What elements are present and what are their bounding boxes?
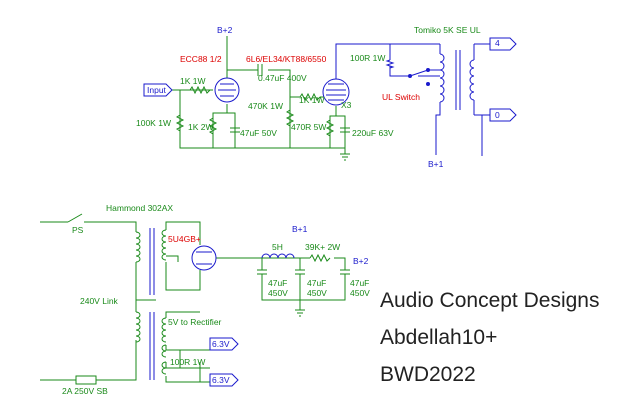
amp-wiring xyxy=(172,36,490,161)
label-cap2-a: 47uF xyxy=(307,278,326,288)
ps-capacitors xyxy=(257,269,350,290)
label-out-4: 4 xyxy=(495,38,500,48)
label-c-220u: 220uF 63V xyxy=(352,128,394,138)
label-r-1k2w: 1K 2W xyxy=(188,122,214,132)
label-fuse: 2A 250V SB xyxy=(62,386,108,396)
label-link: 240V Link xyxy=(80,296,119,306)
r-39k xyxy=(309,253,331,263)
label-r-39k: 39K+ 2W xyxy=(305,242,340,252)
output-transformer xyxy=(439,44,475,115)
c-047 xyxy=(257,64,263,76)
label-rect-tube: 5U4GB+ xyxy=(168,234,201,244)
label-choke: 5H xyxy=(272,242,283,252)
output-terminal-4 xyxy=(489,37,517,51)
ps-wiring xyxy=(40,213,346,383)
label-fil: 5V to Rectifier xyxy=(168,317,222,327)
label-ecc88: ECC88 1/2 xyxy=(180,54,222,64)
r-1k-grid xyxy=(189,85,211,95)
terminal-6v3-a xyxy=(209,337,239,351)
power-transformer xyxy=(135,228,167,380)
label-cap2-b: 450V xyxy=(307,288,327,298)
label-b-plus-1-ps: B+1 xyxy=(292,224,308,234)
label-out-0: 0 xyxy=(495,110,500,120)
label-cap3-b: 450V xyxy=(350,288,370,298)
r-100r-ul xyxy=(385,59,395,69)
tube-output xyxy=(322,78,350,106)
label-c-047: 0.47uF 400V xyxy=(258,73,307,83)
label-hammond: Hammond 302AX xyxy=(106,203,173,213)
amp-resistors xyxy=(175,59,395,137)
label-x3: X3 xyxy=(341,100,352,110)
label-r-470r: 470R 5W xyxy=(291,122,326,132)
label-b-plus-2-top: B+2 xyxy=(217,25,233,35)
label-b-plus-2-ps: B+2 xyxy=(353,256,369,266)
label-r-470k: 470K 1W xyxy=(248,101,283,111)
label-v63b: 6.3V xyxy=(212,375,230,385)
label-r-100k: 100K 1W xyxy=(136,118,171,128)
ul-switch xyxy=(408,68,440,86)
fuse xyxy=(75,375,97,385)
label-ps: PS xyxy=(72,225,84,235)
c-47u50 xyxy=(230,127,240,133)
tube-rectifier xyxy=(191,245,217,271)
ps-ground xyxy=(295,309,305,317)
c-220u xyxy=(340,127,350,133)
label-ul-switch: UL Switch xyxy=(382,92,420,102)
credit-author-year: BWD2022 xyxy=(380,363,476,386)
credit-model: Abdellah10+ xyxy=(380,326,497,349)
r-470r xyxy=(325,119,335,137)
r-1k-2w xyxy=(208,117,218,135)
terminal-6v3-b xyxy=(209,373,239,387)
r-100k xyxy=(175,114,185,132)
tube-ecc88 xyxy=(214,77,240,103)
label-r-100r-fil: 100R 1W xyxy=(170,357,205,367)
label-r-1k1w-b: 1K 1W xyxy=(299,95,325,105)
input-connector xyxy=(143,83,173,97)
label-cap3-a: 47uF xyxy=(350,278,369,288)
credit-company: Audio Concept Designs xyxy=(380,289,599,312)
label-r-100r: 100R 1W xyxy=(350,53,385,63)
label-v63a: 6.3V xyxy=(212,339,230,349)
label-c-47u50: 47uF 50V xyxy=(240,128,277,138)
choke-5h xyxy=(261,253,295,259)
label-cap1-a: 47uF xyxy=(268,278,287,288)
label-transformer: Tomiko 5K SE UL xyxy=(414,25,481,35)
label-output-tube: 6L6/EL34/KT88/6550 xyxy=(246,54,327,64)
r-470k xyxy=(285,109,295,127)
label-cap1-b: 450V xyxy=(268,288,288,298)
amp-capacitors xyxy=(230,64,350,133)
output-terminal-0 xyxy=(489,108,517,122)
label-b-plus-1-right: B+1 xyxy=(428,159,444,169)
label-r-1k: 1K 1W xyxy=(180,76,206,86)
r-1k-screen xyxy=(299,92,321,102)
label-input: Input xyxy=(147,85,167,95)
